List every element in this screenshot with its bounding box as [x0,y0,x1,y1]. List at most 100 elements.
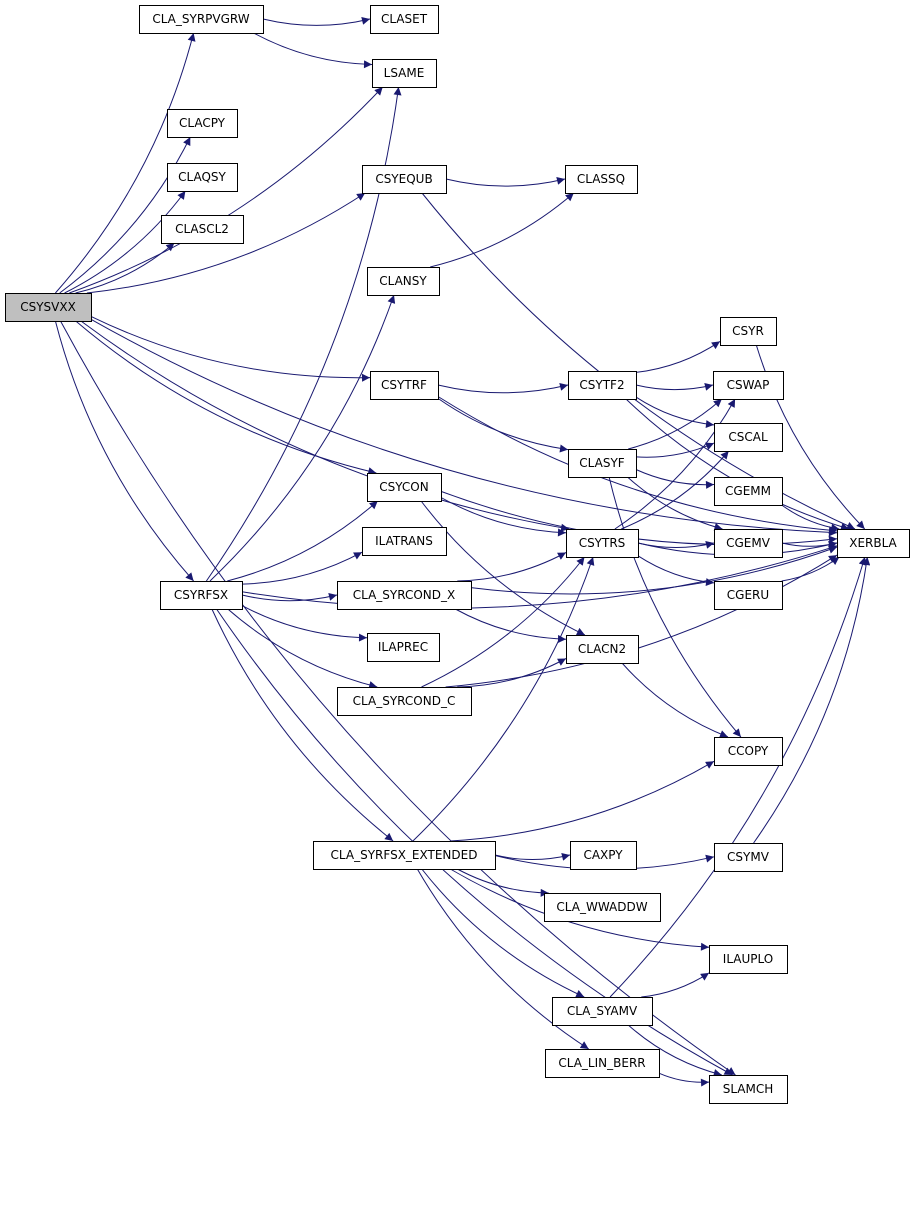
node-classq[interactable]: CLASSQ [565,165,638,194]
edge-cla-syrfsx-extended-to-ccopy [450,760,715,842]
node-csytrf[interactable]: CSYTRF [370,371,439,400]
edge-csyrfsx-to-cla-syrcond-x [241,592,338,602]
node-label: ILATRANS [375,534,433,548]
node-label: CSYTRS [579,536,626,550]
edge-csytrf-to-clasyf [437,397,569,453]
edge-cgeru-to-xerbla [781,556,840,582]
edge-csyequb-to-classq [445,176,566,187]
node-cscal[interactable]: CSCAL [714,423,783,452]
node-xerbla[interactable]: XERBLA [837,529,910,558]
node-clansy[interactable]: CLANSY [367,267,440,296]
edge-cla-syrfsx-extended-to-csytrs [412,556,595,842]
node-clacpy[interactable]: CLACPY [167,109,238,138]
node-ilaprec[interactable]: ILAPREC [367,633,440,662]
node-slamch[interactable]: SLAMCH [709,1075,788,1104]
edge-csyequb-to-xerbla [421,192,856,530]
edge-clasyf-to-cgemv [627,476,723,531]
edge-csytrs-to-cscal [621,450,730,530]
node-cla-syrfsx-extended[interactable]: CLA_SYRFSX_EXTENDED [313,841,496,870]
node-clasyf[interactable]: CLASYF [568,449,637,478]
node-box [545,1049,660,1078]
edge-csyrfsx-to-lsame [205,86,402,582]
node-cla-syrpvgrw[interactable]: CLA_SYRPVGRW [139,5,264,34]
edge-cla-syrcond-c-to-csytrs [421,556,585,688]
node-cla-syamv[interactable]: CLA_SYAMV [552,997,653,1026]
node-label: CLA_WWADDW [556,900,647,914]
node-box [372,59,437,88]
node-cgeru[interactable]: CGERU [714,581,783,610]
node-label: CLASET [381,12,428,26]
node-box [362,165,447,194]
node-cla-syrcond-c[interactable]: CLA_SYRCOND_C [337,687,472,716]
node-cla-syrcond-x[interactable]: CLA_SYRCOND_X [337,581,472,610]
node-clascl2[interactable]: CLASCL2 [161,215,244,244]
node-claset[interactable]: CLASET [370,5,439,34]
node-ilauplo[interactable]: ILAUPLO [709,945,788,974]
edge-csysvxx-to-csycon [75,320,377,476]
node-csymv[interactable]: CSYMV [714,843,783,872]
node-lsame[interactable]: LSAME [372,59,437,88]
node-label: CLACPY [179,116,226,130]
edge-csysvxx-to-slamch [60,320,736,1076]
node-label: CLA_SYAMV [567,1004,638,1018]
node-label: CSYTRF [381,378,427,392]
node-ilatrans[interactable]: ILATRANS [362,527,447,556]
edge-csysvxx-to-clacpy [59,136,191,294]
node-clacn2[interactable]: CLACN2 [566,635,639,664]
node-cgemv[interactable]: CGEMV [714,529,783,558]
node-csytf2[interactable]: CSYTF2 [568,371,637,400]
node-label: CSWAP [727,378,770,392]
edge-clasyf-to-cgemm [635,469,715,489]
node-label: ILAUPLO [723,952,773,966]
node-label: CSYCON [379,480,428,494]
node-label: XERBLA [849,536,897,550]
edge-csytf2-to-cscal [635,396,715,429]
node-box [367,633,440,662]
edge-csytrf-to-csytf2 [437,382,569,394]
edge-csysvxx-to-cla-syrpvgrw [55,32,196,294]
edges [54,16,871,1087]
edge-cla-syrcond-c-to-xerbla [445,554,838,688]
node-box [5,293,92,322]
node-box [714,737,783,766]
node-label: CLANSY [379,274,427,288]
node-label: CGEMM [725,484,771,498]
edge-csytrs-to-cgeru [637,555,715,587]
node-csytrs[interactable]: CSYTRS [566,529,639,558]
node-box [167,109,238,138]
node-csyequb[interactable]: CSYEQUB [362,165,447,194]
node-csycon[interactable]: CSYCON [367,473,442,502]
node-cgemm[interactable]: CGEMM [714,477,783,506]
node-label: CSYSVXX [20,300,76,314]
node-box [367,473,442,502]
node-label: CLAQSY [178,170,226,184]
edge-clasyf-to-cscal [635,442,715,458]
edge-cla-syamv-to-ilauplo [641,972,710,998]
node-box [714,529,783,558]
edge-csycon-to-clacn2 [420,500,586,636]
edge-csytrf-to-xerbla [437,396,838,535]
node-csyr[interactable]: CSYR [720,317,777,346]
node-label: CSYRFSX [174,588,228,602]
node-label: SLAMCH [723,1082,774,1096]
node-csysvxx[interactable]: CSYSVXX [5,293,92,322]
node-caxpy[interactable]: CAXPY [570,841,637,870]
node-ccopy[interactable]: CCOPY [714,737,783,766]
edge-csyrfsx-to-csycon [227,500,379,582]
node-box [367,267,440,296]
node-cla-lin-berr[interactable]: CLA_LIN_BERR [545,1049,660,1078]
edge-csyrfsx-to-cla-syrcond-c [227,608,378,689]
edge-csysvxx-to-csyequb [86,192,366,294]
edge-cla-syrcond-c-to-clacn2 [457,658,567,688]
edge-clasyf-to-cswap [628,398,723,450]
node-cswap[interactable]: CSWAP [713,371,784,400]
node-cla-wwaddw[interactable]: CLA_WWADDW [544,893,661,922]
edge-csyrfsx-to-ilatrans [241,551,363,585]
edge-csyrfsx-to-ilaprec [241,605,368,642]
node-csyrfsx[interactable]: CSYRFSX [160,581,243,610]
node-label: ILAPREC [378,640,428,654]
node-claqsy[interactable]: CLAQSY [167,163,238,192]
node-box [337,687,472,716]
edge-cla-syrfsx-extended-to-cla-lin-berr [416,868,589,1050]
node-label: CSYMV [727,850,770,864]
